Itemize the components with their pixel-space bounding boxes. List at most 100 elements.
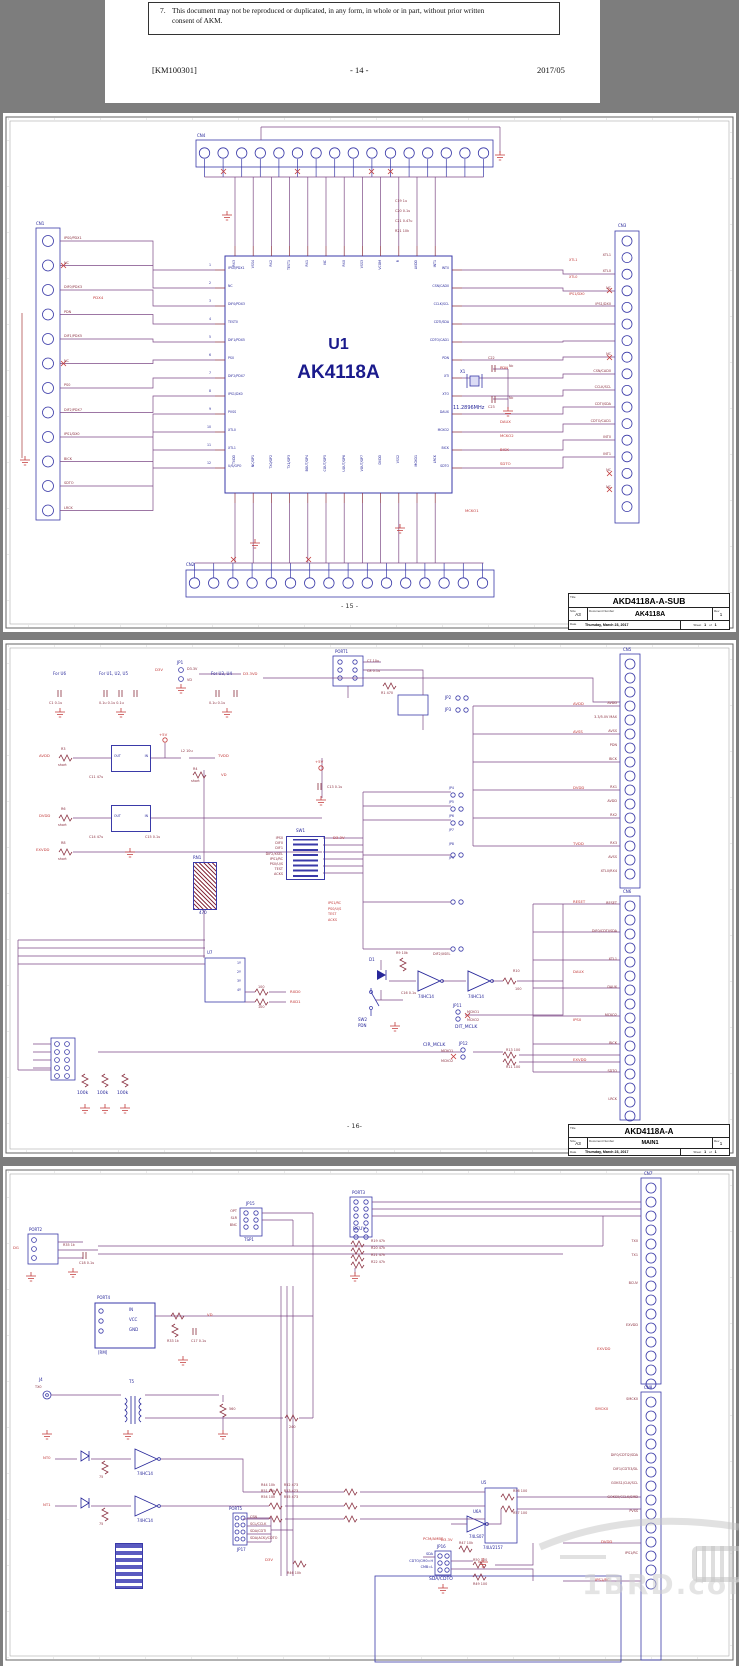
pin-label: BOUT/GP4	[305, 455, 310, 472]
cap-c22: C22	[488, 356, 495, 360]
page15-wiring	[5, 116, 734, 629]
watermark-text: 1BRD.com	[582, 1568, 739, 1601]
pin-label: RX1	[305, 260, 310, 267]
r100k-2: 100k	[97, 1091, 109, 1096]
net-label: CCLK/SCL	[594, 385, 611, 390]
pin-label: NC/GP1	[250, 455, 255, 468]
r49: R49 100	[473, 1582, 488, 1586]
r3-val: short	[58, 763, 67, 767]
pcm-ambs: PCM/AMBS	[423, 1536, 444, 1541]
net-label: TX1	[631, 1253, 638, 1257]
r4-ref: R4	[193, 767, 198, 771]
net-arrow: IPS1/DX0	[569, 292, 585, 296]
net-label: CSN/CAD0	[593, 368, 611, 373]
pin-label: DVDD	[377, 455, 382, 465]
tb-date-label: Date	[570, 622, 577, 626]
r8-ref: R8	[61, 841, 66, 845]
page16-number: - 16-	[347, 1122, 363, 1130]
notice-item-number: 7.	[160, 6, 166, 15]
pin-label: UOUT/GP6	[341, 455, 346, 472]
net-label: DIF0/CDTI2/SDA	[610, 1453, 638, 1457]
net-label	[616, 674, 617, 688]
pin-label: SDTO	[440, 464, 449, 468]
net-label: NC	[606, 352, 611, 357]
screenshot-root: { "doc": { "item_no": "7.", "line1": "Th…	[3, 0, 739, 1666]
net-arrow-pdn: PDN	[500, 365, 509, 370]
arrow-dg: DG	[13, 1245, 19, 1250]
arrow-rxd1: RXD1	[290, 999, 301, 1004]
pin-label: VSS2	[396, 455, 401, 464]
port5-ref: PORT5	[229, 1506, 243, 1511]
inv1-part: 74HC14	[137, 1471, 153, 1476]
cn6-ref: CN6	[623, 889, 632, 894]
r1: R1 470	[381, 691, 394, 695]
pin-label: LRCK	[432, 455, 437, 464]
pin-label: VSS4	[250, 260, 255, 269]
net-arrow-bick: BICK	[500, 447, 509, 452]
net-label: PVSS	[629, 1509, 638, 1513]
pin-label: PDN	[442, 356, 449, 360]
part-label: R52 473	[283, 1483, 299, 1487]
net-label	[637, 1440, 638, 1454]
part-label: R53 473	[283, 1489, 299, 1493]
page15-number: - 15 -	[341, 602, 359, 610]
net-arrow-mcko1: MCKO1	[465, 508, 479, 513]
jp11-mcko1: MCKO1	[467, 1010, 480, 1014]
net-label: SMCK0	[626, 1397, 638, 1401]
net-label: RX2	[610, 813, 617, 817]
net-label: SDTO	[607, 1069, 617, 1073]
pin-label: PS0	[228, 356, 234, 360]
tb-doc-label: Document Number	[589, 609, 615, 613]
net-label: CMB=L	[420, 1565, 433, 1569]
cn5-ref: CN5	[623, 647, 632, 652]
tb-date: Thursday, March 23, 2017	[585, 623, 629, 627]
jumper-ref: JP4	[449, 786, 454, 790]
r6-ref: R6	[61, 807, 66, 811]
pin-label: VCC	[129, 1317, 138, 1322]
c13: C13 0.1u	[327, 785, 343, 789]
tb-of: of	[709, 623, 712, 627]
pin-label: GND	[129, 1327, 139, 1332]
net-label	[616, 944, 617, 958]
net-arrow: IPS1/RC	[328, 901, 342, 905]
cn6-net-labels: RESET DIF0/CDTI/SDA XTL1 DAUX MCKO2 BICK…	[505, 901, 617, 1126]
r6-val: short	[58, 823, 67, 827]
tb-sheet-label: Sheet	[693, 1150, 702, 1154]
r10-val: 100	[515, 987, 522, 991]
jp1-vd: VD	[187, 678, 192, 682]
part-label: R20 47k	[371, 1246, 386, 1250]
sw1-ref: SW1	[296, 828, 306, 833]
title-block-16: Title AKD4118A-A Size A3 Document Number…	[568, 1124, 730, 1156]
pin-label: CCLK/SCL	[433, 302, 449, 306]
net-label: RX3	[610, 841, 617, 845]
sw1-d33v: D3.3V	[333, 835, 345, 840]
group2-caps: 0.1u 0.1u 0.1u	[99, 701, 124, 705]
net-label	[610, 337, 611, 354]
net-label	[616, 1056, 617, 1070]
r3-ref: R3	[61, 747, 66, 751]
net-label: TX0	[631, 1239, 638, 1243]
jumper-ref: JP5	[449, 800, 454, 804]
r75a: 75	[99, 1475, 104, 1479]
pin-label: TVDD	[232, 455, 237, 465]
notice-line2: consent of AKM.	[172, 16, 223, 25]
part-label: R51 10k	[261, 1489, 276, 1493]
cn8-red-dvdd: DVDD	[601, 1539, 613, 1544]
net-arrow-pdx4: PDX4	[93, 295, 104, 300]
part-label: C19 1u	[395, 199, 408, 203]
tsp1-ref: TSP1	[244, 1237, 254, 1242]
r57: R57 100	[513, 1511, 528, 1515]
net-label	[637, 1426, 638, 1440]
net-label	[616, 972, 617, 986]
pin-label: TEST0	[228, 320, 238, 324]
net-label	[637, 1366, 638, 1380]
u4-in: IN	[144, 814, 148, 818]
net-label: CDTO/CAD1	[590, 418, 611, 423]
p5v: +5V	[159, 732, 168, 737]
